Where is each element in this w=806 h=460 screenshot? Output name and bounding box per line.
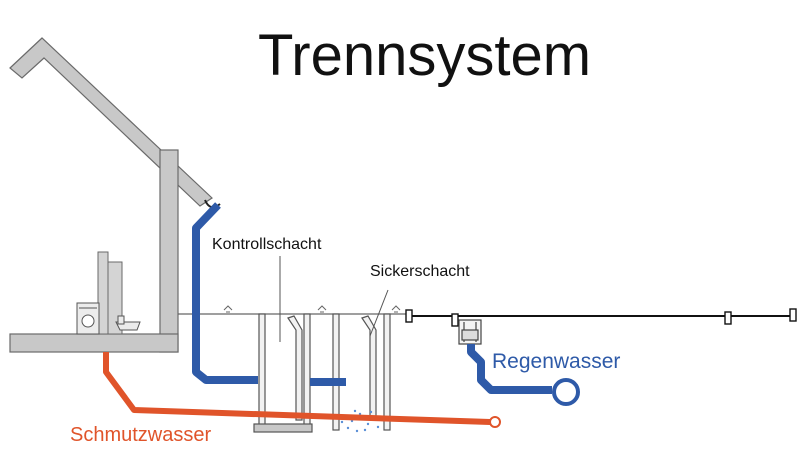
- label-sickerschacht: Sickerschacht: [370, 263, 470, 280]
- house-roof: [9, 37, 213, 207]
- label-schmutzwasser: Schmutzwasser: [70, 424, 212, 446]
- rain-line-joints: [405, 308, 797, 327]
- diagram-title: Trennsystem: [258, 23, 592, 88]
- kontrollschacht-shaft: [253, 313, 313, 433]
- house-wall: [159, 149, 179, 353]
- rain-gully: [458, 319, 482, 345]
- toilet-icon: [115, 315, 141, 331]
- rain-downpipe: [192, 202, 258, 384]
- basement-floor: [9, 333, 179, 353]
- sickerschacht-shaft: [332, 313, 391, 431]
- regenwasser-pipe: [467, 344, 552, 394]
- schmutzwasser-pipe: [103, 352, 491, 425]
- surface-markers: [223, 305, 401, 313]
- schmutzwasser-end-cap: [489, 416, 501, 428]
- sickerschacht-pointer: [369, 289, 389, 337]
- regenwasser-end-ring: [552, 378, 580, 406]
- label-kontrollschacht: Kontrollschacht: [212, 236, 322, 253]
- washing-machine-icon: [76, 302, 100, 335]
- label-regenwasser: Regenwasser: [492, 350, 621, 373]
